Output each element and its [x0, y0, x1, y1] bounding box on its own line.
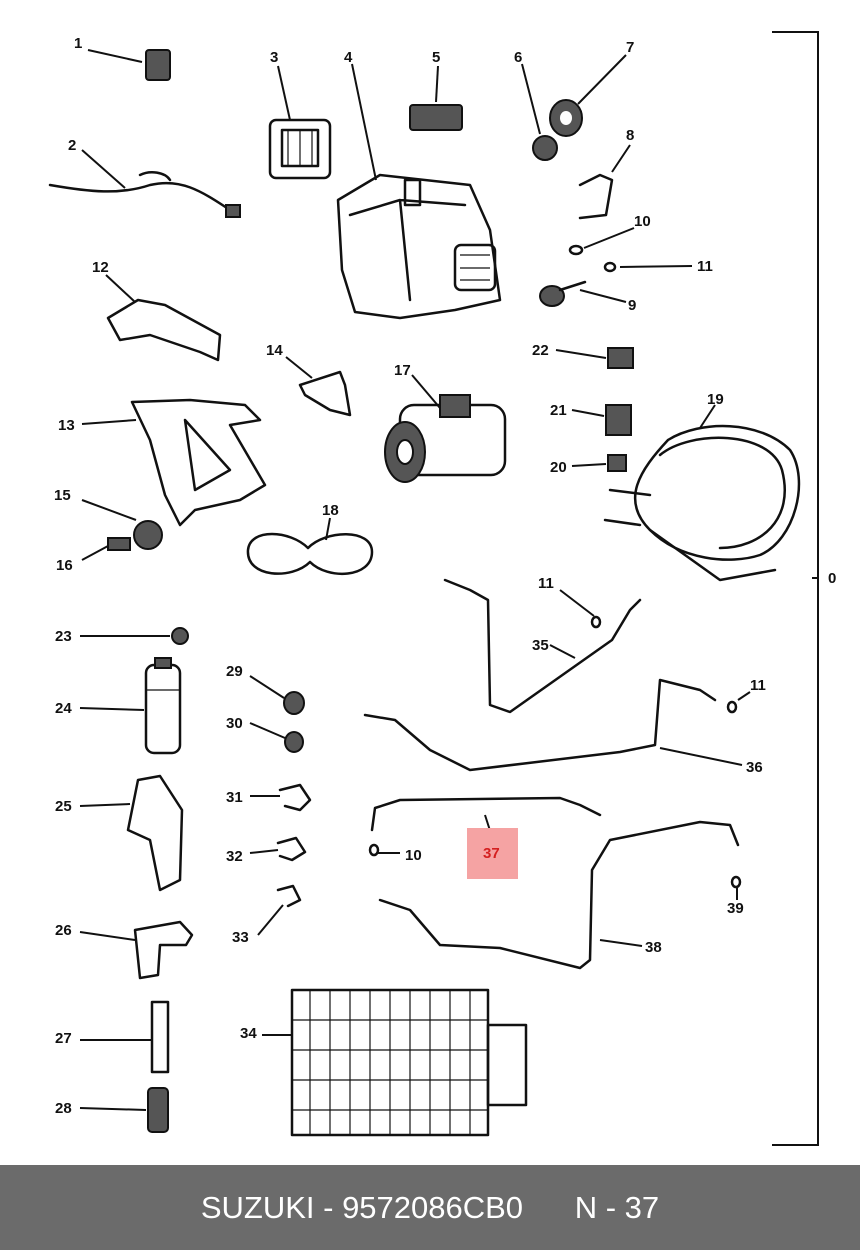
callout-label: 10	[405, 847, 422, 864]
part-39-oring: 39	[727, 875, 744, 917]
callout-label: 12	[92, 259, 109, 276]
callout-label: 31	[226, 789, 243, 806]
position-label: N - 37	[574, 1189, 660, 1225]
callout-label: 33	[232, 929, 249, 946]
callout-label: 39	[727, 900, 744, 917]
callout-label: 7	[626, 39, 634, 56]
spacer	[523, 1190, 575, 1226]
callout-label: 9	[628, 297, 636, 314]
callout-label: 27	[55, 1030, 72, 1047]
part-4-hvac-unit: 4	[336, 49, 502, 320]
part-11-oring-mid: 11	[538, 575, 602, 629]
part-26-bracket: 26	[55, 920, 194, 980]
group-bracket	[772, 31, 819, 1146]
callout-label: 26	[55, 922, 72, 939]
part-38-hose: 38	[378, 820, 740, 970]
part-17-compressor: 17	[384, 362, 507, 483]
part-25-bracket: 25	[55, 774, 184, 892]
callout-label: 34	[240, 1025, 257, 1042]
callout-label: 6	[514, 49, 522, 66]
part-11-oring-top: 11	[603, 258, 713, 275]
callout-label: 8	[626, 127, 634, 144]
part-23-cap: 23	[55, 627, 189, 645]
callout-label: 1	[74, 35, 82, 52]
part-2-harness: 2	[48, 137, 241, 218]
callout-label: 17	[394, 362, 411, 379]
callout-label: 13	[58, 417, 75, 434]
callout-label: 36	[746, 759, 763, 776]
part-number: 9572086CB0	[342, 1189, 524, 1225]
group-label: 0	[828, 570, 836, 587]
part-19-harness: 19	[603, 391, 801, 582]
callout-label: 22	[532, 342, 549, 359]
part-16-bolt: 16	[56, 537, 131, 574]
part-8-hose: 8	[578, 127, 634, 220]
callout-label: 11	[697, 258, 713, 275]
callout-label: 20	[550, 459, 567, 476]
part-36-pipe: 36	[363, 678, 763, 776]
part-6-seal: 6	[514, 49, 558, 161]
callout-label: 32	[226, 848, 243, 865]
callout-label: 30	[226, 715, 243, 732]
callout-label: 35	[532, 637, 549, 654]
part-28-switch: 28	[55, 1087, 169, 1133]
callout-label: 23	[55, 628, 72, 645]
callout-label: 14	[266, 342, 283, 359]
part-14-bracket: 14	[266, 342, 352, 417]
callout-label: 24	[55, 700, 72, 717]
part-5-actuator: 5	[409, 49, 463, 131]
part-10-oring-lower: 10	[368, 843, 422, 864]
part-15-idler: 15	[54, 487, 163, 550]
part-11-oring-right: 11	[726, 677, 766, 714]
callout-label: 11	[538, 575, 554, 592]
callout-label: 19	[707, 391, 724, 408]
callout-label: 16	[56, 557, 73, 574]
part-22-relay: 22	[532, 342, 634, 369]
part-30-clip: 30	[226, 715, 304, 753]
part-1-clip: 1	[74, 35, 171, 81]
part-9-valve: 9	[539, 280, 636, 314]
part-27-bracket: 27	[55, 1000, 170, 1074]
callout-label: 21	[550, 402, 567, 419]
callout-label: 2	[68, 137, 76, 154]
part-12-bracket: 12	[92, 259, 222, 362]
callout-label: 25	[55, 798, 72, 815]
callout-label: 10	[634, 213, 651, 230]
part-32-clip: 32	[226, 836, 307, 865]
footer-bar: SUZUKI - 9572086CB0 N - 37	[0, 1165, 860, 1250]
part-20-connector: 20	[550, 454, 627, 476]
highlight-marker-37: 37	[467, 828, 518, 879]
separator: -	[314, 1189, 343, 1225]
part-3-filter: 3	[268, 49, 332, 180]
callout-label: 29	[226, 663, 243, 680]
part-13-bracket: 13	[58, 398, 267, 527]
callout-label: 28	[55, 1100, 72, 1117]
callout-37: 37	[483, 845, 500, 862]
part-21-relay: 21	[550, 402, 632, 436]
callout-label: 3	[270, 49, 278, 66]
part-7-pulley: 7	[549, 39, 634, 137]
callout-label: 38	[645, 939, 662, 956]
parts-diagram: 0 1 2 3 4 5	[48, 31, 836, 1146]
part-33-clip: 33	[232, 884, 302, 946]
callout-label: 18	[322, 502, 339, 519]
brand-label: SUZUKI	[200, 1189, 315, 1225]
callout-label: 11	[750, 677, 766, 694]
callout-label: 4	[344, 49, 353, 66]
part-34-condenser: 34	[240, 988, 528, 1137]
part-24-receiver-drier: 24	[55, 657, 182, 755]
part-29-clip: 29	[226, 663, 305, 715]
callout-label: 15	[54, 487, 71, 504]
callout-label: 5	[432, 49, 440, 66]
part-31-clip: 31	[226, 783, 312, 812]
part-18-belt: 18	[246, 502, 374, 575]
part-35-pipe: 35	[443, 578, 642, 714]
part-10-oring: 10	[568, 213, 651, 256]
